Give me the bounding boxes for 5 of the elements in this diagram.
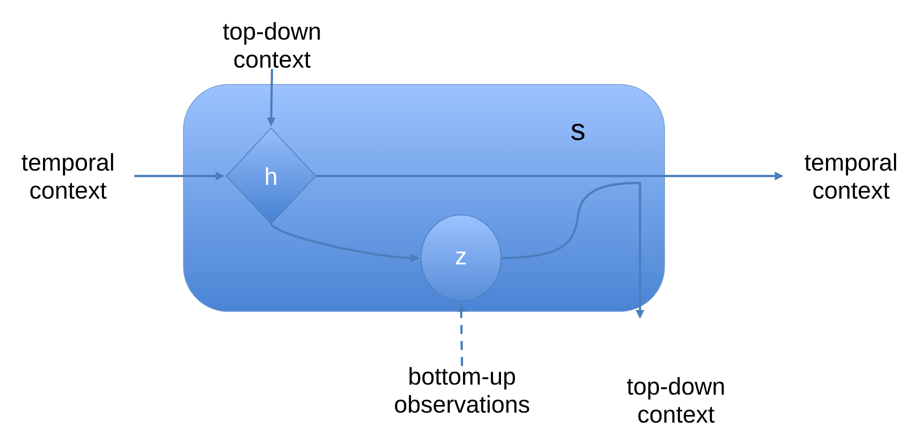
text-label: temporal context <box>804 153 896 199</box>
text-label: temporal context <box>22 153 114 199</box>
text-label: top-down context <box>223 22 320 68</box>
text-label: top-down context <box>627 377 724 423</box>
text-label: bottom-up observations <box>394 367 530 413</box>
